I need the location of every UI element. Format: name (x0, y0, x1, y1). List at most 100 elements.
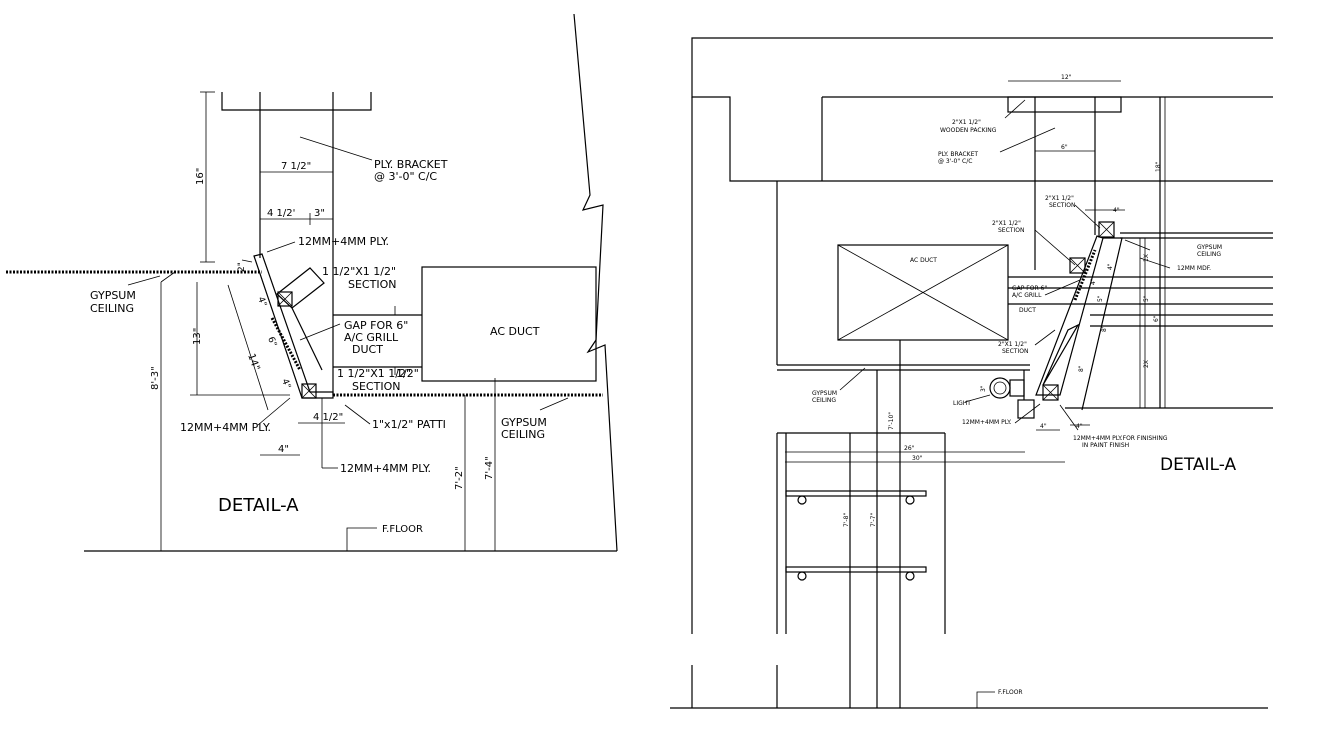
right-label-sec-mid-2: SECTION (998, 227, 1024, 234)
right-dim-4-r2: 4" (1090, 278, 1097, 285)
left-label-gypsum-r-2: CEILING (501, 428, 545, 441)
right-dim-1x: 1X (1143, 254, 1150, 262)
right-ac-duct (837, 244, 1009, 341)
left-label-gap-2: A/C GRILL (344, 331, 399, 344)
right-label-light: LIGHT (953, 400, 971, 407)
left-dim-7-2: 7'-2" (454, 466, 465, 490)
right-dim-4-r1: 4" (1107, 263, 1114, 270)
left-label-ply-bracket-1: PLY. BRACKET (374, 158, 448, 171)
left-label-patti: 1"x1/2" PATTI (372, 418, 446, 431)
right-dim-8: 8" (1101, 325, 1108, 332)
left-label-gypsum-r-1: GYPSUM (501, 416, 547, 429)
right-label-ac-duct: AC DUCT (910, 257, 937, 264)
left-dim-3: 3" (314, 208, 325, 219)
right-dim-5b: 5" (1097, 295, 1104, 302)
left-dim-4-1-2-top: 4 1/2' (267, 208, 295, 219)
left-section-box-1 (277, 291, 293, 307)
left-dim-6: 6" (265, 336, 278, 349)
right-label-sec-mid-1: 2"X1 1/2" (992, 220, 1021, 227)
left-bracket-member (276, 267, 325, 309)
left-label-section-1b: SECTION (348, 278, 396, 291)
left-label-gypsum-2: CEILING (90, 302, 134, 315)
left-panel-hatch (270, 317, 302, 371)
left-label-section-2a: 1 1/2"X1 1/2" (337, 367, 411, 380)
right-section-box-3 (1042, 384, 1059, 401)
right-dim-2x: 2X (1143, 360, 1150, 368)
right-dim-7-8: 7'-8" (843, 513, 850, 527)
right-detail (670, 37, 1273, 709)
left-dim-8-3: 8'-3" (150, 366, 161, 390)
left-dim-16: 16" (195, 168, 206, 185)
left-detail (6, 13, 618, 552)
left-bracket-top (221, 92, 372, 111)
right-label-gypsum-r-2: CEILING (1197, 251, 1221, 258)
left-label-ply-left: 12MM+4MM PLY. (180, 421, 271, 434)
left-label-ply-bottom: 12MM+4MM PLY. (340, 462, 431, 475)
right-light-fixture (989, 377, 1011, 399)
right-label-gypsum-l-2: CEILING (812, 397, 836, 404)
left-dim-4-bottom: 4" (278, 444, 289, 455)
right-label-ply-bottom: 12MM+4MM PLY. (962, 419, 1012, 426)
right-label-floor: F.FLOOR (998, 689, 1023, 696)
right-label-gap-2: A/C GRILL (1012, 292, 1042, 299)
right-label-ply-finish-1: 12MM+4MM PLY.FOR FINISHING (1073, 435, 1168, 442)
right-label-gypsum-r-1: GYPSUM (1197, 244, 1222, 251)
right-wooden-packing (1007, 96, 1122, 113)
right-dim-30: 30" (912, 455, 923, 462)
right-section-box-1 (1069, 257, 1086, 274)
right-label-gap-1: GAP FOR 6" (1012, 285, 1047, 292)
right-label-sec-top-2: SECTION (1049, 202, 1075, 209)
left-ac-duct (421, 266, 597, 382)
right-label-wooden-1: 2"X1 1/2" (952, 119, 981, 126)
right-dim-4-c: 4" (1076, 423, 1083, 430)
right-dim-6b: 6" (1153, 315, 1160, 322)
right-section-box-2 (1098, 221, 1115, 238)
right-label-sec-low-2: SECTION (1002, 348, 1028, 355)
left-dim-2: 2" (237, 262, 247, 272)
right-label-ply-finish-2: IN PAINT FINISH (1082, 442, 1129, 449)
left-label-ac-duct: AC DUCT (490, 325, 540, 338)
right-dim-7-10: 7'-10" (888, 412, 895, 430)
right-structure-outline (691, 37, 1273, 182)
left-label-gap-1: GAP FOR 6" (344, 319, 408, 332)
left-label-section-1a: 1 1/2"X1 1/2" (322, 265, 396, 278)
right-label-mdf: 12MM MDF. (1177, 265, 1211, 272)
right-dim-4-bottom: 4" (1040, 423, 1047, 430)
left-bracket-diagonal (291, 307, 323, 371)
right-label-gap-3: DUCT (1019, 307, 1036, 314)
right-shelf-2 (785, 566, 927, 573)
left-floor-leader (346, 527, 377, 551)
left-dim-4b: 4" (279, 378, 292, 391)
left-dim-7-4: 7'-4" (484, 456, 495, 480)
right-shelf-1 (785, 490, 927, 497)
right-label-bracket-2: @ 3'-0" C/C (938, 158, 972, 165)
left-title: DETAIL-A (218, 495, 299, 516)
left-label-section-2b: SECTION (352, 380, 400, 393)
right-dim-8b: 8" (1078, 365, 1085, 372)
left-label-ply-bracket-2: @ 3'-0" C/C (374, 170, 437, 183)
right-label-bracket-1: PLY. BRACKET (938, 151, 978, 158)
left-label-floor: F.FLOOR (382, 524, 423, 535)
left-dim-13: 13" (192, 328, 203, 345)
right-label-sec-low-1: 2"X1 1/2" (998, 341, 1027, 348)
right-dim-26: 26" (904, 445, 915, 452)
right-label-sec-top-1: 2"X1 1/2" (1045, 195, 1074, 202)
left-dim-1-2: 1/2" (396, 367, 419, 380)
left-wall-break-line (573, 13, 618, 552)
right-dim-18: 18" (1155, 161, 1162, 172)
right-title: DETAIL-A (1160, 455, 1236, 475)
right-dim-7-7: 7'-7" (870, 513, 877, 527)
left-dim-14: 14" (245, 352, 261, 372)
left-section-box-2 (301, 383, 317, 399)
left-label-gap-3: DUCT (352, 343, 383, 356)
right-dim-6: 6" (1061, 144, 1068, 151)
right-dim-3: 3" (980, 385, 987, 392)
right-label-gypsum-l-1: GYPSUM (812, 390, 837, 397)
right-dim-4-top: 4" (1113, 207, 1120, 214)
left-label-gypsum-1: GYPSUM (90, 289, 136, 302)
left-dim-4-1-2-bottom: 4 1/2" (313, 412, 343, 423)
right-label-wooden-2: WOODEN PACKING (940, 127, 997, 134)
left-label-ply-top: 12MM+4MM PLY. (298, 235, 389, 248)
left-dim-4a: 4" (255, 296, 268, 309)
